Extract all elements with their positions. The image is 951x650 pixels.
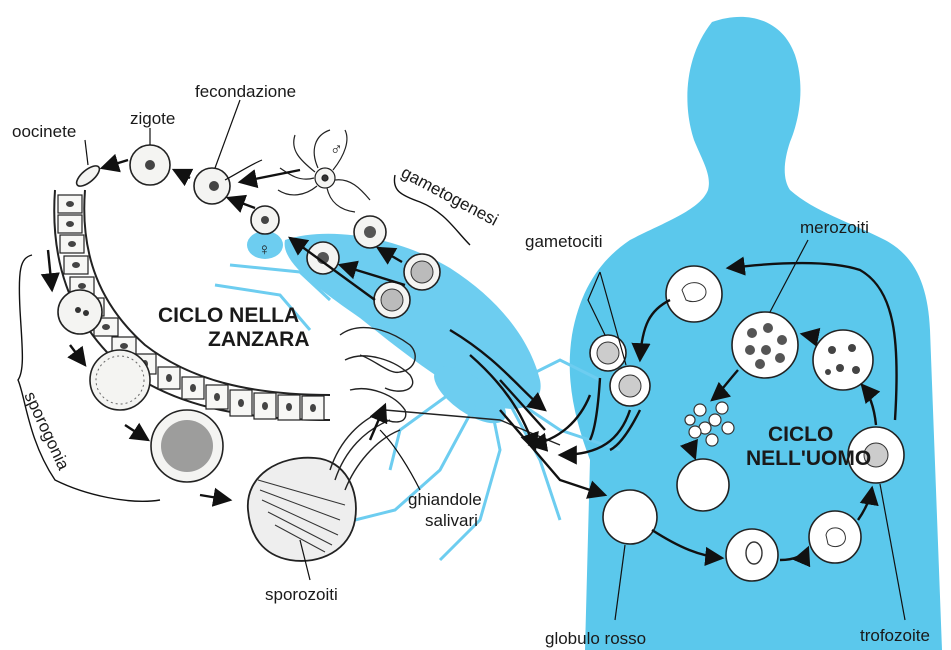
female-symbol: ♀	[258, 240, 271, 259]
label-zigote: zigote	[130, 109, 175, 128]
label-globulo-rosso: globulo rosso	[545, 629, 646, 648]
label-sporozoiti: sporozoiti	[265, 585, 338, 604]
title-mosquito-cycle-line1: CICLO NELLA	[158, 304, 299, 327]
male-symbol: ♂	[330, 140, 343, 159]
label-oocinete: oocinete	[12, 122, 76, 141]
label-fecondazione: fecondazione	[195, 82, 296, 101]
label-gametogenesi: gametogenesi	[398, 163, 501, 230]
label-ghiandole: ghiandole	[408, 490, 482, 509]
title-human-cycle-line2: NELL'UOMO	[746, 447, 871, 470]
label-merozoiti: merozoiti	[800, 218, 869, 237]
label-sporogonia: sporogonia	[20, 389, 73, 474]
title-mosquito-cycle-line2: ZANZARA	[208, 328, 309, 351]
title-human-cycle-line1: CICLO	[768, 423, 833, 446]
label-salivari: salivari	[425, 511, 478, 530]
label-trofozoite: trofozoite	[860, 626, 930, 645]
label-gametociti: gametociti	[525, 232, 602, 251]
fertilization-cells	[73, 145, 279, 234]
